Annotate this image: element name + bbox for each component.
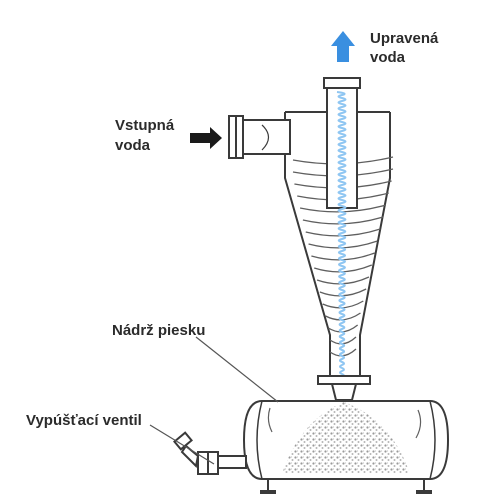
vortex-core	[336, 91, 347, 405]
inlet-pipe	[228, 115, 291, 159]
outlet-label-line1: Upravená	[370, 30, 439, 47]
sand-tank	[242, 400, 450, 494]
outlet-arrow-icon	[331, 31, 355, 62]
outlet-label-line2: voda	[370, 49, 406, 66]
vortex-finder-tube	[323, 77, 361, 405]
apex-neck	[317, 375, 371, 401]
sand-pile	[282, 402, 410, 474]
drain-valve	[173, 431, 247, 475]
leader-lines	[149, 336, 279, 465]
inlet-label-line2: voda	[115, 137, 151, 154]
inlet-label-line1: Vstupná	[115, 117, 175, 134]
sand-tank-label: Nádrž piesku	[112, 322, 206, 339]
vortex-spiral	[336, 91, 347, 405]
drain-valve-label: Vypúšťací ventil	[26, 412, 142, 429]
sand-tank-leader	[195, 336, 279, 403]
drain-valve-leader	[149, 424, 215, 465]
inlet-arrow-icon	[190, 127, 222, 149]
